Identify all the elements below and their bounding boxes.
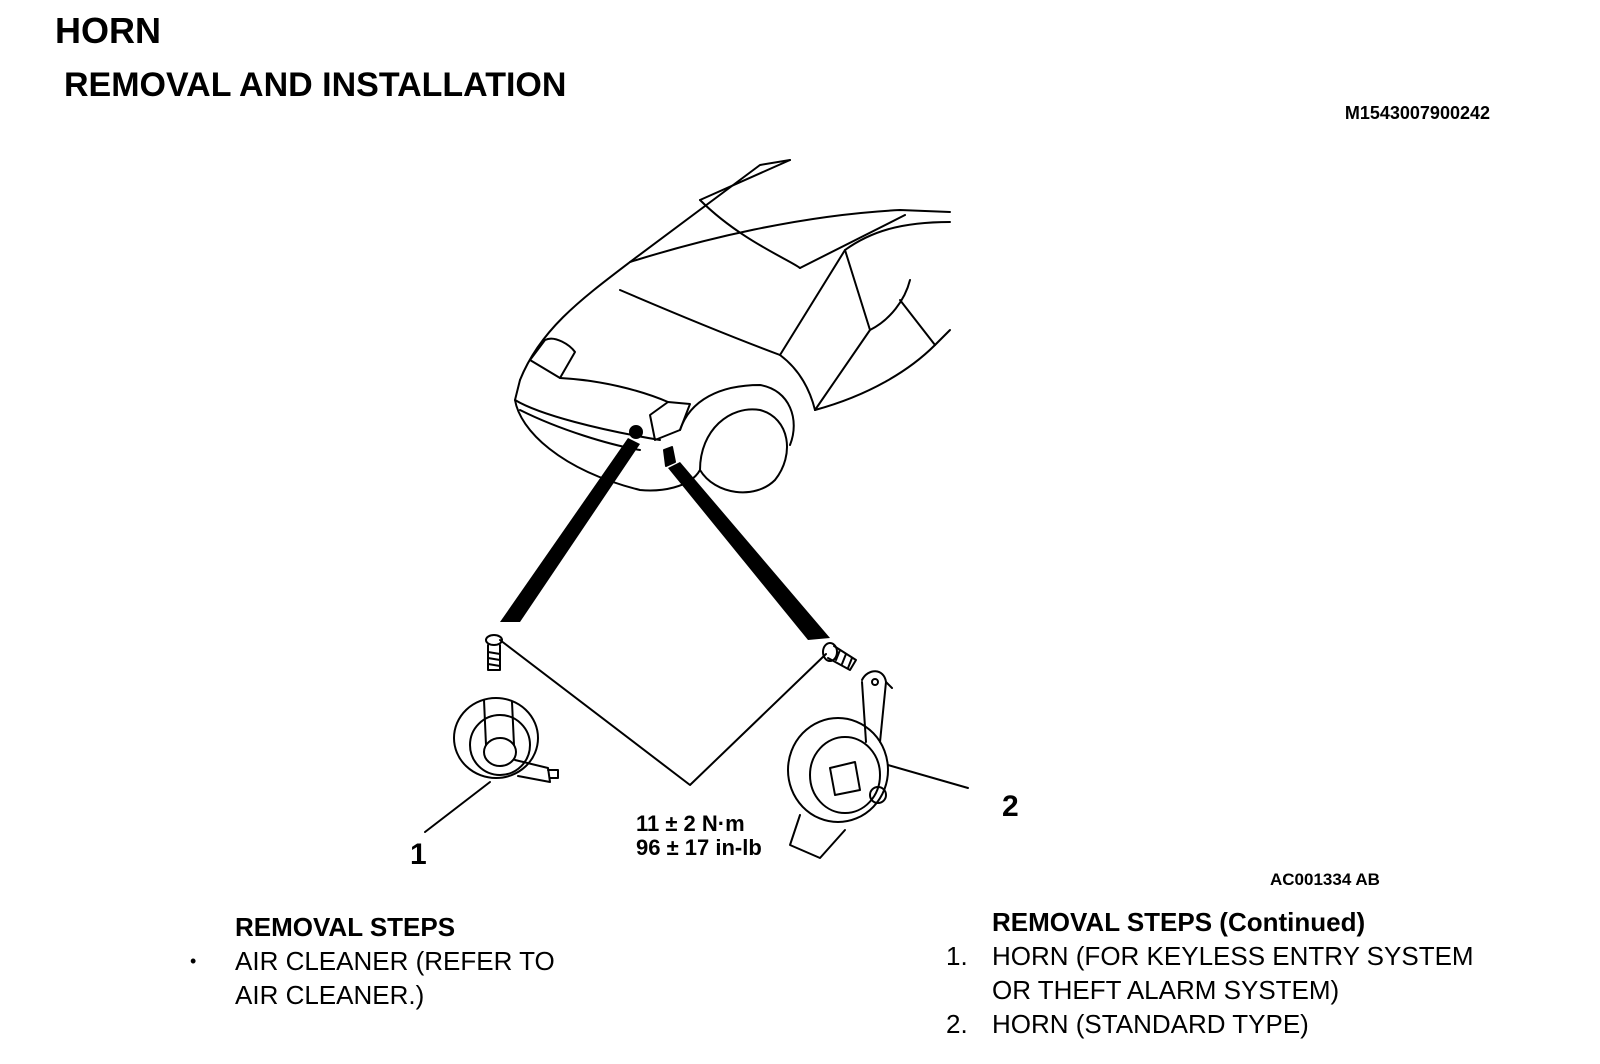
removal-steps: REMOVAL STEPS • AIR CLEANER (REFER TO AI… — [190, 910, 555, 1012]
step-number: 2. — [946, 1009, 968, 1039]
removal-steps-heading: REMOVAL STEPS — [235, 912, 456, 942]
step-number: 1. — [946, 941, 968, 971]
list-item: 2. HORN (STANDARD TYPE) — [946, 1007, 1474, 1041]
list-item: • AIR CLEANER (REFER TO — [190, 944, 555, 978]
list-item-continuation: AIR CLEANER.) — [190, 978, 555, 1012]
torque-leader-lines — [499, 639, 827, 786]
horn-1-location-mark — [629, 425, 643, 439]
callout-1: 1 — [410, 838, 427, 871]
page-title: REMOVAL AND INSTALLATION — [64, 66, 567, 104]
car-illustration — [514, 159, 951, 494]
horn-2-leader — [668, 462, 830, 640]
torque-spec: 11 ± 2 N·m 96 ± 17 in-lb — [636, 812, 762, 860]
list-item-continuation: OR THEFT ALARM SYSTEM) — [946, 973, 1474, 1007]
step-text: OR THEFT ALARM SYSTEM) — [992, 975, 1340, 1005]
step-text: AIR CLEANER.) — [235, 980, 425, 1010]
horn-1-keyless-icon — [424, 697, 559, 833]
callout-2: 2 — [1002, 790, 1019, 823]
torque-inlb: 96 ± 17 in-lb — [636, 835, 762, 860]
removal-steps-continued-heading: REMOVAL STEPS (Continued) — [992, 907, 1366, 937]
document-id: M1543007900242 — [1344, 103, 1490, 123]
horn-2-location-mark — [663, 446, 676, 467]
bullet-marker: • — [190, 951, 197, 971]
step-text: HORN (STANDARD TYPE) — [992, 1009, 1309, 1039]
horn-2-standard-icon — [787, 670, 969, 859]
bolt-left-icon — [485, 634, 503, 671]
removal-steps-continued: REMOVAL STEPS (Continued) 1. HORN (FOR K… — [946, 905, 1474, 1041]
figure-id: AC001334 AB — [1270, 870, 1380, 889]
section-title: HORN — [55, 10, 161, 51]
horn-1-leader — [500, 438, 640, 622]
torque-nm: 11 ± 2 N·m — [636, 811, 745, 836]
bolt-right-icon — [822, 642, 857, 671]
step-text: HORN (FOR KEYLESS ENTRY SYSTEM — [992, 941, 1474, 971]
list-item: 1. HORN (FOR KEYLESS ENTRY SYSTEM — [946, 939, 1474, 973]
step-text: AIR CLEANER (REFER TO — [235, 946, 555, 976]
